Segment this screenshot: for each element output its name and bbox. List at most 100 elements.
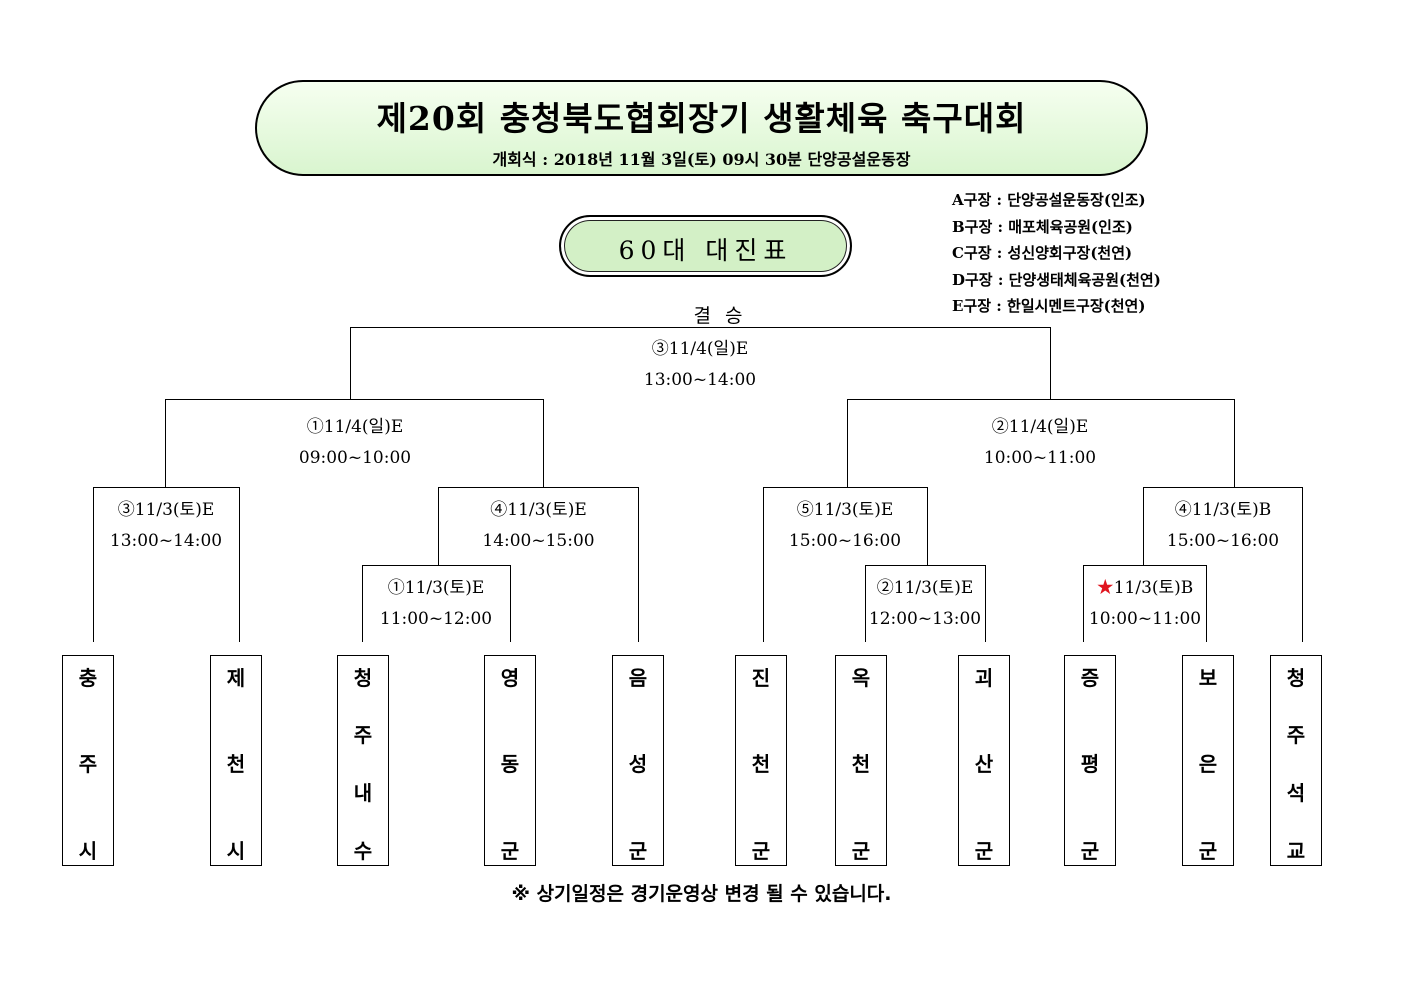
team-char: 진 [751,666,771,690]
r1a-match-date: ①11/3(토)E [387,578,485,598]
semi-right-drop-right [1234,399,1235,487]
team-cheongju-seokgyo: 청 주 석 교 [1270,655,1322,866]
qf3-bar [763,487,928,488]
team-chungju: 충 주 시 [62,655,114,866]
semi-right-match-time: 10:00~11:00 [983,448,1097,468]
qf1-drop-left [93,487,94,642]
team-boeun: 보 은 군 [1182,655,1234,866]
semi-left-bar [165,399,544,400]
r1c-bar [1083,565,1207,566]
team-char: 내 [353,781,373,805]
team-jeungpyeong: 증 평 군 [1064,655,1116,866]
team-char: 주 [353,723,373,747]
r1c-drop-right [1206,565,1207,642]
team-char: 주 [1286,723,1306,747]
r1c-match-info: ★11/3(토)B 10:00~11:00 [1045,573,1245,635]
team-yeongdong: 영 동 군 [484,655,536,866]
team-char: 충 [78,666,98,690]
team-char: 시 [78,839,98,863]
team-cheongju-naesu: 청 주 내 수 [337,655,389,866]
semi-left-drop-left [165,399,166,487]
team-char: 천 [751,752,771,776]
venue-b: B구장 : 매포체육공원(인조) [952,217,1133,236]
final-drop-right [1050,327,1051,399]
final-match-info: ③11/4(일)E 13:00~14:00 [600,334,800,396]
qf2-match-date: ④11/3(토)E [490,500,587,520]
qf2-drop-right [638,487,639,642]
r1b-match-date: ②11/3(토)E [876,578,974,598]
final-label: 결승 [693,305,757,327]
bracket-title: 60대 대진표 [618,236,793,265]
r1c-match-date-line: ★11/3(토)B [1045,573,1245,604]
team-char: 은 [1198,752,1218,776]
qf3-match-time: 15:00~16:00 [788,531,902,551]
qf4-drop-right [1302,487,1303,642]
qf1-match-time: 13:00~14:00 [109,531,223,551]
team-jincheon: 진 천 군 [735,655,787,866]
qf2-match-info: ④11/3(토)E 14:00~15:00 [438,495,639,557]
team-char: 보 [1198,666,1218,690]
team-char: 옥 [851,666,871,690]
venue-e: E구장 : 한일시멘트구장(천연) [952,297,1146,315]
star-icon: ★ [1096,578,1114,598]
team-char: 주 [78,752,98,776]
qf1-match-date: ③11/3(토)E [117,500,215,520]
r1a-match-info: ①11/3(토)E 11:00~12:00 [336,573,536,635]
team-char: 동 [500,752,520,776]
team-char: 산 [974,752,994,776]
team-char: 군 [1080,839,1100,863]
page-title: 제20회 충청북도협회장기 생활체육 축구대회 [376,99,1027,138]
qf4-match-date: ④11/3(토)B [1174,500,1272,520]
venue-a: A구장 : 단양공설운동장(인조) [952,191,1146,209]
qf1-bar [93,487,240,488]
team-eumseong: 음 성 군 [612,655,664,866]
team-char: 괴 [974,666,994,690]
qf4-drop-left [1143,487,1144,565]
r1b-drop-left [865,565,866,642]
r1a-match-time: 11:00~12:00 [379,609,493,629]
team-char: 천 [226,752,246,776]
team-char: 군 [851,839,871,863]
final-drop-left [350,327,351,399]
semi-right-match-date: ②11/4(일)E [991,417,1089,437]
semi-right-drop-left [847,399,848,487]
qf4-match-info: ④11/3(토)B 15:00~16:00 [1123,495,1323,557]
team-char: 석 [1286,781,1306,805]
qf3-drop-right [927,487,928,565]
team-char: 천 [851,752,871,776]
final-match-date: ③11/4(일)E [651,339,749,359]
title-banner: 제20회 충청북도협회장기 생활체육 축구대회 개회식 : 2018년 11월 … [255,80,1148,176]
team-char: 영 [500,666,520,690]
semi-left-drop-right [543,399,544,487]
opening-ceremony-info: 개회식 : 2018년 11월 3일(토) 09시 30분 단양공설운동장 [492,150,911,169]
team-goesan: 괴 산 군 [958,655,1010,866]
team-char: 성 [628,752,648,776]
team-char: 군 [751,839,771,863]
qf3-match-info: ⑤11/3(토)E 15:00~16:00 [745,495,945,557]
team-char: 군 [974,839,994,863]
r1c-match-time: 10:00~11:00 [1088,609,1202,629]
team-char: 군 [628,839,648,863]
qf2-match-time: 14:00~15:00 [482,531,595,551]
qf4-match-time: 15:00~16:00 [1166,531,1280,551]
r1c-match-date: 11/3(토)B [1113,578,1194,598]
r1a-drop-left [362,565,363,642]
team-char: 군 [1198,839,1218,863]
team-okcheon: 옥 천 군 [835,655,887,866]
qf3-drop-left [763,487,764,642]
r1c-drop-left [1083,565,1084,642]
r1b-match-info: ②11/3(토)E 12:00~13:00 [825,573,1025,635]
qf4-bar [1143,487,1303,488]
final-match-time: 13:00~14:00 [643,370,757,390]
venue-d: D구장 : 단양생태체육공원(천연) [952,270,1161,289]
team-char: 수 [353,839,373,863]
schedule-change-note: ※ 상기일정은 경기운영상 변경 될 수 있습니다. [511,883,892,905]
qf2-drop-left [438,487,439,565]
qf2-bar [438,487,639,488]
semi-left-match-info: ①11/4(일)E 09:00~10:00 [255,412,455,474]
r1a-bar [362,565,511,566]
team-char: 시 [226,839,246,863]
r1b-bar [865,565,986,566]
r1b-match-time: 12:00~13:00 [868,609,982,629]
team-char: 군 [500,839,520,863]
